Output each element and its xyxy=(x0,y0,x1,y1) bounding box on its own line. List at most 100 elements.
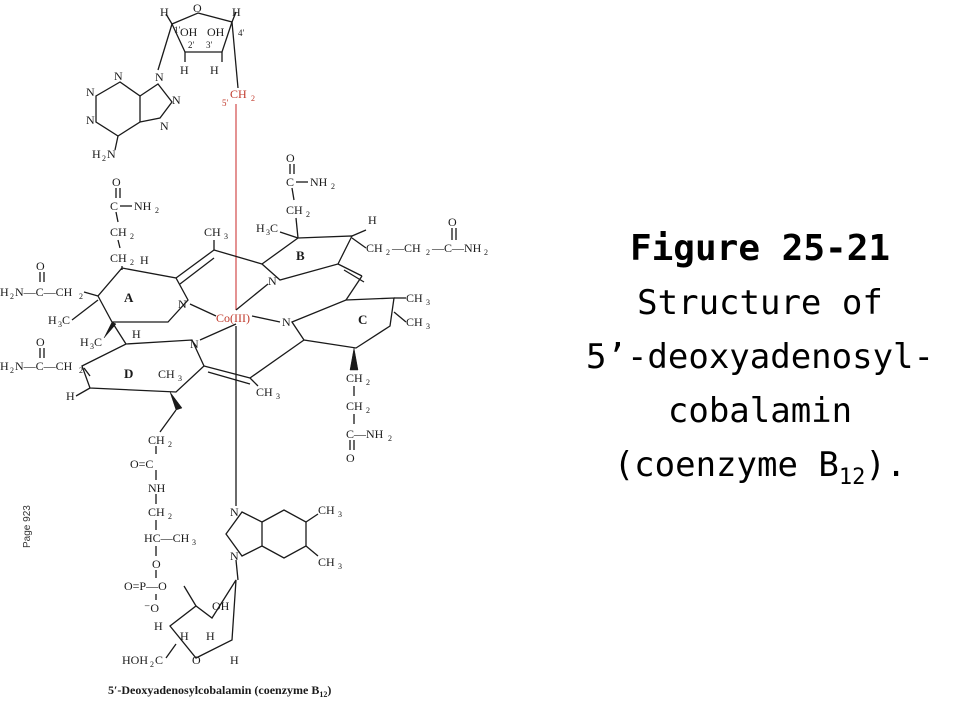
top-ribose: O H H 1′ 4′ OH OH 2′ 3′ H H xyxy=(157,1,245,89)
svg-text:H: H xyxy=(160,5,169,19)
svg-text:H: H xyxy=(132,327,141,341)
svg-text:CH: CH xyxy=(148,505,165,519)
svg-text:CH: CH xyxy=(148,433,165,447)
svg-text:CH: CH xyxy=(346,371,363,385)
svg-text:CH: CH xyxy=(158,367,175,381)
svg-text:Co(III): Co(III) xyxy=(216,311,250,325)
svg-text:2: 2 xyxy=(10,292,14,301)
svg-text:2: 2 xyxy=(130,232,134,241)
figure-label: Figure 25-21 xyxy=(629,228,891,269)
svg-text:O: O xyxy=(193,1,202,15)
svg-text:H: H xyxy=(80,335,89,349)
svg-text:O: O xyxy=(286,151,295,165)
svg-text:3: 3 xyxy=(276,392,280,401)
svg-text:C: C xyxy=(286,175,294,189)
svg-text:—CH: —CH xyxy=(391,241,421,255)
svg-text:3: 3 xyxy=(426,298,430,307)
svg-text:2: 2 xyxy=(150,660,154,669)
svg-text:H: H xyxy=(368,213,377,227)
svg-text:5′: 5′ xyxy=(222,98,229,108)
svg-text:H: H xyxy=(48,313,57,327)
svg-text:3: 3 xyxy=(90,342,94,351)
svg-text:CH: CH xyxy=(230,87,247,101)
svg-text:N: N xyxy=(160,119,169,133)
svg-text:C: C xyxy=(94,335,102,349)
svg-text:C: C xyxy=(270,221,278,235)
svg-text:CH: CH xyxy=(286,203,303,217)
svg-text:C: C xyxy=(358,312,367,327)
svg-text:O=C: O=C xyxy=(130,457,153,471)
svg-text:2: 2 xyxy=(251,94,255,103)
svg-text:N: N xyxy=(114,69,123,83)
svg-text:O: O xyxy=(192,653,201,667)
svg-text:O: O xyxy=(346,451,355,465)
svg-text:CH: CH xyxy=(318,503,335,517)
svg-text:1′: 1′ xyxy=(174,25,181,35)
title-line-3: cobalamin xyxy=(667,391,853,431)
svg-text:N: N xyxy=(178,297,187,311)
svg-text:H: H xyxy=(232,5,241,19)
svg-text:O=P—O: O=P—O xyxy=(124,579,167,593)
red-ch2-group: CH 2 5′ xyxy=(222,87,255,310)
title-line-2: 5’-deoxyadenosyl- xyxy=(586,337,934,377)
svg-text:C: C xyxy=(155,653,163,667)
svg-text:3: 3 xyxy=(58,320,62,329)
svg-text:N—C—CH: N—C—CH xyxy=(15,285,73,299)
svg-text:5′-Deoxyadenosylcobalamin (coe: 5′-Deoxyadenosylcobalamin (coenzyme B12) xyxy=(108,683,331,699)
svg-text:3: 3 xyxy=(192,538,196,547)
svg-text:⁻O: ⁻O xyxy=(144,601,159,615)
svg-text:O: O xyxy=(36,259,45,273)
svg-text:C: C xyxy=(62,313,70,327)
svg-text:N: N xyxy=(86,85,95,99)
svg-text:2: 2 xyxy=(155,206,159,215)
svg-text:3′: 3′ xyxy=(206,40,213,50)
svg-text:NH: NH xyxy=(310,175,328,189)
svg-text:2: 2 xyxy=(102,154,106,163)
page-note: Page 923 xyxy=(22,505,33,548)
svg-text:4′: 4′ xyxy=(238,28,245,38)
svg-text:NH: NH xyxy=(148,481,166,495)
svg-text:O: O xyxy=(36,335,45,349)
svg-text:CH: CH xyxy=(406,291,423,305)
title-subscript: 12 xyxy=(838,464,866,490)
svg-text:2: 2 xyxy=(388,434,392,443)
svg-text:2: 2 xyxy=(79,366,83,375)
svg-text:2: 2 xyxy=(484,248,488,257)
svg-text:H: H xyxy=(140,253,149,267)
title-line-1: Structure of xyxy=(637,283,883,323)
svg-text:H: H xyxy=(0,285,9,299)
cobalamin-structure-diagram: O H H 1′ 4′ OH OH 2′ 3′ H H CH 2 5′ xyxy=(0,1,488,699)
svg-text:OH: OH xyxy=(212,599,230,613)
svg-text:C: C xyxy=(110,199,118,213)
adenine: N N N N N N H 2 N xyxy=(86,69,181,163)
svg-text:CH: CH xyxy=(346,399,363,413)
svg-text:H: H xyxy=(0,359,9,373)
svg-text:H: H xyxy=(256,221,265,235)
svg-text:2: 2 xyxy=(79,292,83,301)
svg-text:2: 2 xyxy=(10,366,14,375)
svg-text:HOH: HOH xyxy=(122,653,148,667)
title-line-4: (coenzyme B12). xyxy=(613,445,907,490)
svg-text:N: N xyxy=(230,505,239,519)
svg-text:2′: 2′ xyxy=(188,40,195,50)
svg-text:CH: CH xyxy=(318,555,335,569)
svg-text:H: H xyxy=(230,653,239,667)
svg-text:2: 2 xyxy=(386,248,390,257)
svg-text:2: 2 xyxy=(331,182,335,191)
svg-text:CH: CH xyxy=(366,241,383,255)
svg-text:O: O xyxy=(152,557,161,571)
svg-text:N—C—CH: N—C—CH xyxy=(15,359,73,373)
svg-text:N: N xyxy=(172,93,181,107)
svg-text:3: 3 xyxy=(224,232,228,241)
svg-text:2: 2 xyxy=(426,248,430,257)
svg-text:CH: CH xyxy=(406,315,423,329)
svg-text:H: H xyxy=(180,629,189,643)
svg-text:2: 2 xyxy=(168,512,172,521)
